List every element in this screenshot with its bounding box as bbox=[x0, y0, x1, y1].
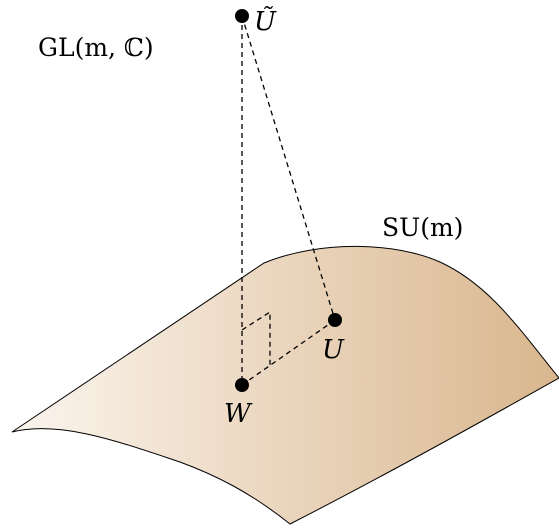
dashed-line-w-to-u bbox=[241, 319, 336, 386]
label-ambient-group: GL(m, ℂ) bbox=[38, 33, 154, 62]
label-tilde-u: Ũ bbox=[254, 5, 277, 37]
point-tilde-u bbox=[235, 9, 249, 23]
manifold-surface bbox=[11, 245, 559, 525]
right-angle-marker bbox=[241, 310, 271, 365]
point-w bbox=[235, 378, 249, 392]
label-u: U bbox=[322, 335, 345, 365]
label-w: W bbox=[224, 399, 253, 429]
point-u bbox=[328, 313, 342, 327]
label-manifold: SU(m) bbox=[382, 213, 463, 242]
dashed-line-tilde-u-to-u bbox=[241, 15, 336, 321]
